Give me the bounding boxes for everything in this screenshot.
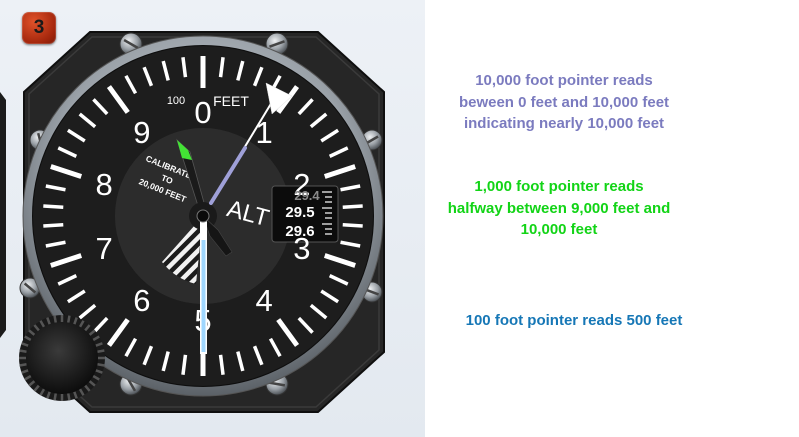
dial-number-4: 4	[256, 283, 273, 318]
hundred-foot-pointer	[200, 216, 207, 354]
unit-label: FEET	[213, 93, 249, 109]
minor-tick	[161, 351, 170, 372]
ten-thousand-pointer-note: 10,000 foot pointer reads beween 0 feet …	[458, 72, 670, 132]
minor-tick	[342, 204, 363, 209]
thousand-pointer-note: 1,000 foot pointer reads halfway between…	[447, 178, 671, 238]
minor-tick	[45, 184, 66, 192]
kollsman-window	[271, 185, 339, 243]
minor-tick	[328, 274, 349, 286]
dial-number-6: 6	[133, 283, 150, 318]
minor-tick	[236, 60, 245, 81]
altimeter-gauge: 0123456789 29.4 29.5 29.6 100 FEET ALT C…	[0, 31, 385, 413]
kollsman-reading-lower: 29.6	[285, 223, 314, 240]
adjacent-instrument-edge	[0, 92, 6, 338]
svg-text:TO: TO	[160, 172, 175, 186]
kollsman-reading-current: 29.5	[285, 204, 314, 221]
low-altitude-warning-sector	[162, 216, 203, 284]
major-tick	[106, 85, 130, 114]
minor-tick	[161, 60, 170, 81]
secondary-pointer-shaft	[209, 146, 247, 205]
minor-tick	[78, 303, 97, 320]
minor-tick	[45, 240, 66, 248]
dial-number-3: 3	[293, 231, 310, 266]
dial-numbers: 0123456789	[95, 95, 310, 338]
dial-number-7: 7	[95, 231, 112, 266]
minor-tick	[320, 128, 340, 143]
minor-tick	[309, 303, 328, 320]
minor-tick	[142, 345, 154, 366]
minor-tick	[297, 316, 314, 334]
major-tick	[323, 164, 356, 179]
kollsman-reading-upper: 29.4	[294, 188, 320, 203]
dial-number-2: 2	[293, 167, 310, 202]
step-number-badge: 3	[22, 12, 56, 44]
minor-tick	[92, 98, 109, 116]
minor-tick	[66, 128, 86, 143]
minor-tick	[66, 289, 86, 304]
major-tick	[50, 253, 83, 268]
minor-tick	[218, 354, 225, 375]
minor-tick	[43, 223, 64, 228]
dial-number-1: 1	[256, 115, 273, 150]
dial-number-9: 9	[133, 115, 150, 150]
minor-tick	[340, 240, 361, 248]
major-tick	[106, 318, 130, 347]
pointer-hub	[196, 209, 210, 223]
scale-label: 100	[167, 95, 185, 107]
dial-ticks	[43, 56, 363, 376]
hundred-pointer-note: 100 foot pointer reads 500 feet	[465, 312, 683, 329]
minor-tick	[57, 274, 78, 286]
minor-tick	[181, 354, 188, 375]
thousand-foot-pointer	[176, 138, 233, 257]
minor-tick	[328, 146, 349, 158]
dial-number-8: 8	[95, 167, 112, 202]
minor-tick	[124, 74, 138, 95]
minor-tick	[124, 337, 138, 358]
minor-tick	[340, 184, 361, 192]
major-tick	[50, 164, 83, 179]
minor-tick	[320, 289, 340, 304]
major-tick	[323, 253, 356, 268]
minor-tick	[181, 57, 188, 78]
minor-tick	[268, 337, 282, 358]
altimeter-panel: 3	[0, 0, 425, 437]
minor-tick	[57, 146, 78, 158]
barometric-adjustment-knob[interactable]	[19, 315, 105, 401]
minor-tick	[236, 351, 245, 372]
minor-tick	[297, 98, 314, 116]
major-tick	[276, 318, 300, 347]
minor-tick	[342, 223, 363, 228]
minor-tick	[78, 112, 97, 129]
minor-tick	[142, 66, 154, 87]
minor-tick	[252, 66, 264, 87]
minor-tick	[218, 57, 225, 78]
minor-tick	[252, 345, 264, 366]
minor-tick	[92, 316, 109, 334]
minor-tick	[43, 204, 64, 209]
minor-tick	[309, 112, 328, 129]
dial-number-0: 0	[194, 95, 211, 130]
